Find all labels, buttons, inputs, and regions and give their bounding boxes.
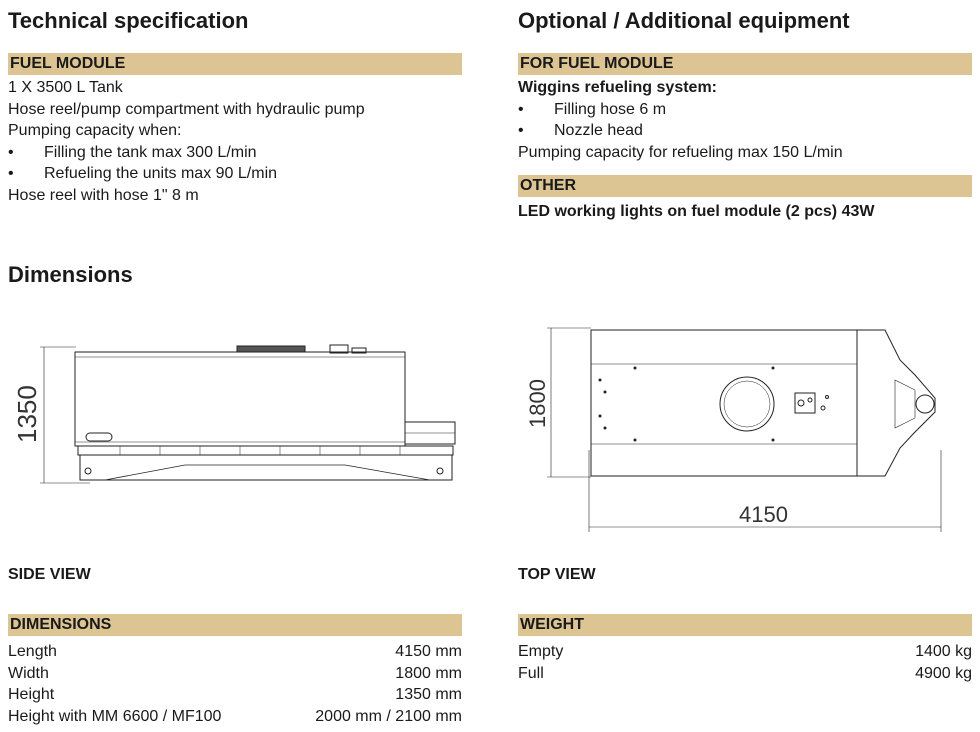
dimension-row: Height with MM 6600 / MF100 2000 mm / 21… [8,706,462,728]
weight-value: 4900 kg [915,664,972,682]
tech-line: 1 X 3500 L Tank [8,79,123,96]
dimensions-table: DIMENSIONS Length 4150 mm Width 1800 mm … [8,614,462,727]
tech-spec-section: Technical specification FUEL MODULE 1 X … [8,8,462,206]
bullet-marker: • [518,122,524,139]
weight-row: Empty 1400 kg [518,641,972,663]
other-header: OTHER [518,175,972,197]
tech-spec-title: Technical specification [8,8,249,33]
dimension-row: Height 1350 mm [8,684,462,706]
pumping-capacity-text: Pumping capacity for refueling max 150 L… [518,143,843,161]
dimension-row: Width 1800 mm [8,663,462,685]
top-view-drawing: 1800 4150 [525,327,942,532]
tech-line: Hose reel/pump compartment with hydrauli… [8,100,365,118]
for-fuel-module-header: FOR FUEL MODULE [518,53,972,75]
bullet-text: Nozzle head [554,122,643,139]
bullet-marker: • [518,100,524,118]
fuel-module-header: FUEL MODULE [8,53,462,75]
dimensions-header: DIMENSIONS [8,614,462,636]
dimensions-title: Dimensions [8,262,133,287]
top-length-dimension: 4150 [739,502,788,527]
side-height-dimension: 1350 [12,385,42,443]
tech-line: Pumping capacity when: [8,122,182,139]
dimension-label: Height with MM 6600 / MF100 [8,707,222,725]
side-view-label: SIDE VIEW [8,566,91,583]
dimension-label: Height [8,686,55,703]
dimension-value: 1800 mm [395,664,462,682]
led-lights-text: LED working lights on fuel module (2 pcs… [518,203,875,220]
weight-label: Full [518,664,544,682]
tech-line: Hose reel with hose 1" 8 m [8,186,199,204]
dimension-value: 1350 mm [395,686,462,703]
weight-label: Empty [518,643,564,660]
optional-bullet-item: • Nozzle head [518,120,972,142]
dimension-value: 2000 mm / 2100 mm [315,707,462,725]
bullet-marker: • [8,143,14,161]
bullet-text: Filling hose 6 m [554,100,667,118]
weight-header: WEIGHT [518,614,972,636]
bullet-text: Filling the tank max 300 L/min [44,143,257,161]
optional-equipment-section: Optional / Additional equipment FOR FUEL… [518,8,972,223]
weight-value: 1400 kg [915,643,972,660]
dimension-value: 4150 mm [395,643,462,660]
wiggins-title: Wiggins refueling system: [518,79,717,96]
top-view-label: TOP VIEW [518,566,596,583]
side-view-drawing: 1350 [12,344,456,484]
tech-bullet-item: • Refueling the units max 90 L/min [8,163,462,185]
dimension-row: Length 4150 mm [8,641,462,663]
optional-title: Optional / Additional equipment [518,8,850,33]
bullet-text: Refueling the units max 90 L/min [44,165,278,182]
bullet-marker: • [8,165,14,182]
weight-table: WEIGHT Empty 1400 kg Full 4900 kg [518,614,972,684]
weight-row: Full 4900 kg [518,663,972,685]
tech-bullet-item: • Filling the tank max 300 L/min [8,142,462,164]
dimension-label: Length [8,643,57,660]
optional-bullet-item: • Filling hose 6 m [518,99,972,121]
top-width-dimension: 1800 [525,379,550,428]
dimension-label: Width [8,664,49,682]
